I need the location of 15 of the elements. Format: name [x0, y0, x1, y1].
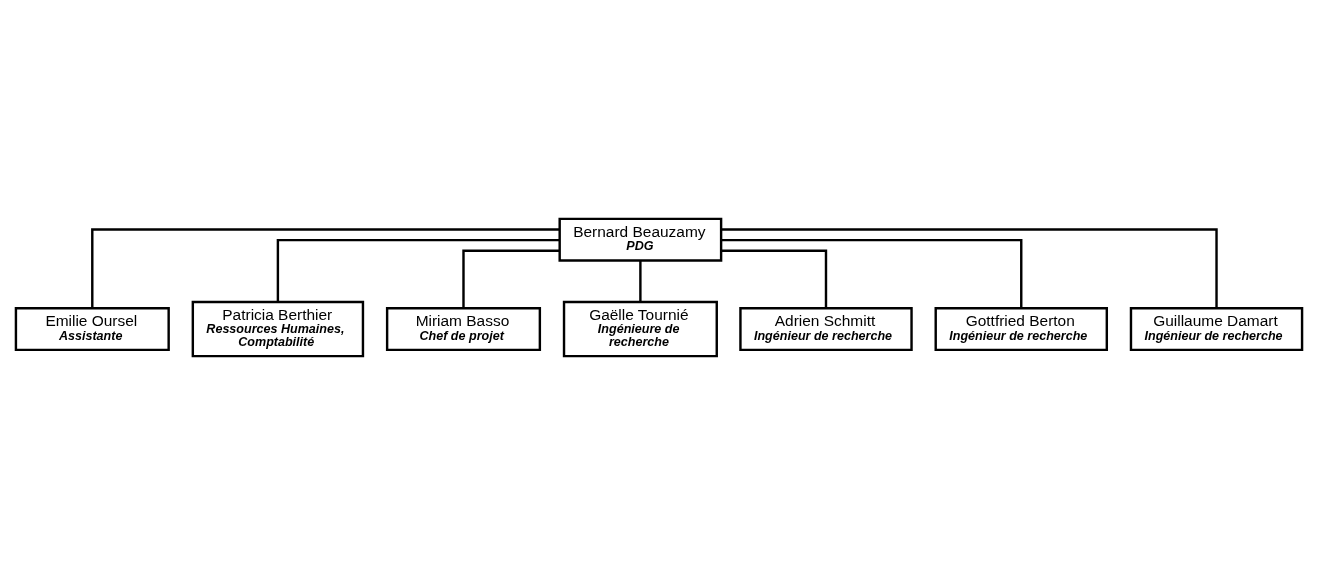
- connector: [462, 249, 560, 308]
- node-box: Patricia Berthier Ressources Humaines, Comptabilité: [191, 300, 365, 357]
- connector: [721, 227, 1218, 308]
- node-box: Adrien Schmitt Ingénieur de recherche: [739, 306, 913, 351]
- connector: [91, 227, 560, 308]
- node-box: Emilie Oursel Assistante: [14, 306, 170, 351]
- connector: [721, 249, 828, 308]
- node-box: Miriam Basso Chef de projet: [385, 306, 542, 351]
- node-box: Bernard Beauzamy PDG: [558, 217, 723, 262]
- connector: [721, 238, 1023, 308]
- connector: [276, 238, 560, 302]
- node-box: Guillaume Damart Ingénieur de recherche: [1129, 306, 1304, 351]
- node-box: Gottfried Berton Ingénieur de recherche: [934, 306, 1108, 351]
- connector: [639, 260, 642, 302]
- node-box: Gaëlle Tournié Ingénieure de recherche: [562, 300, 718, 357]
